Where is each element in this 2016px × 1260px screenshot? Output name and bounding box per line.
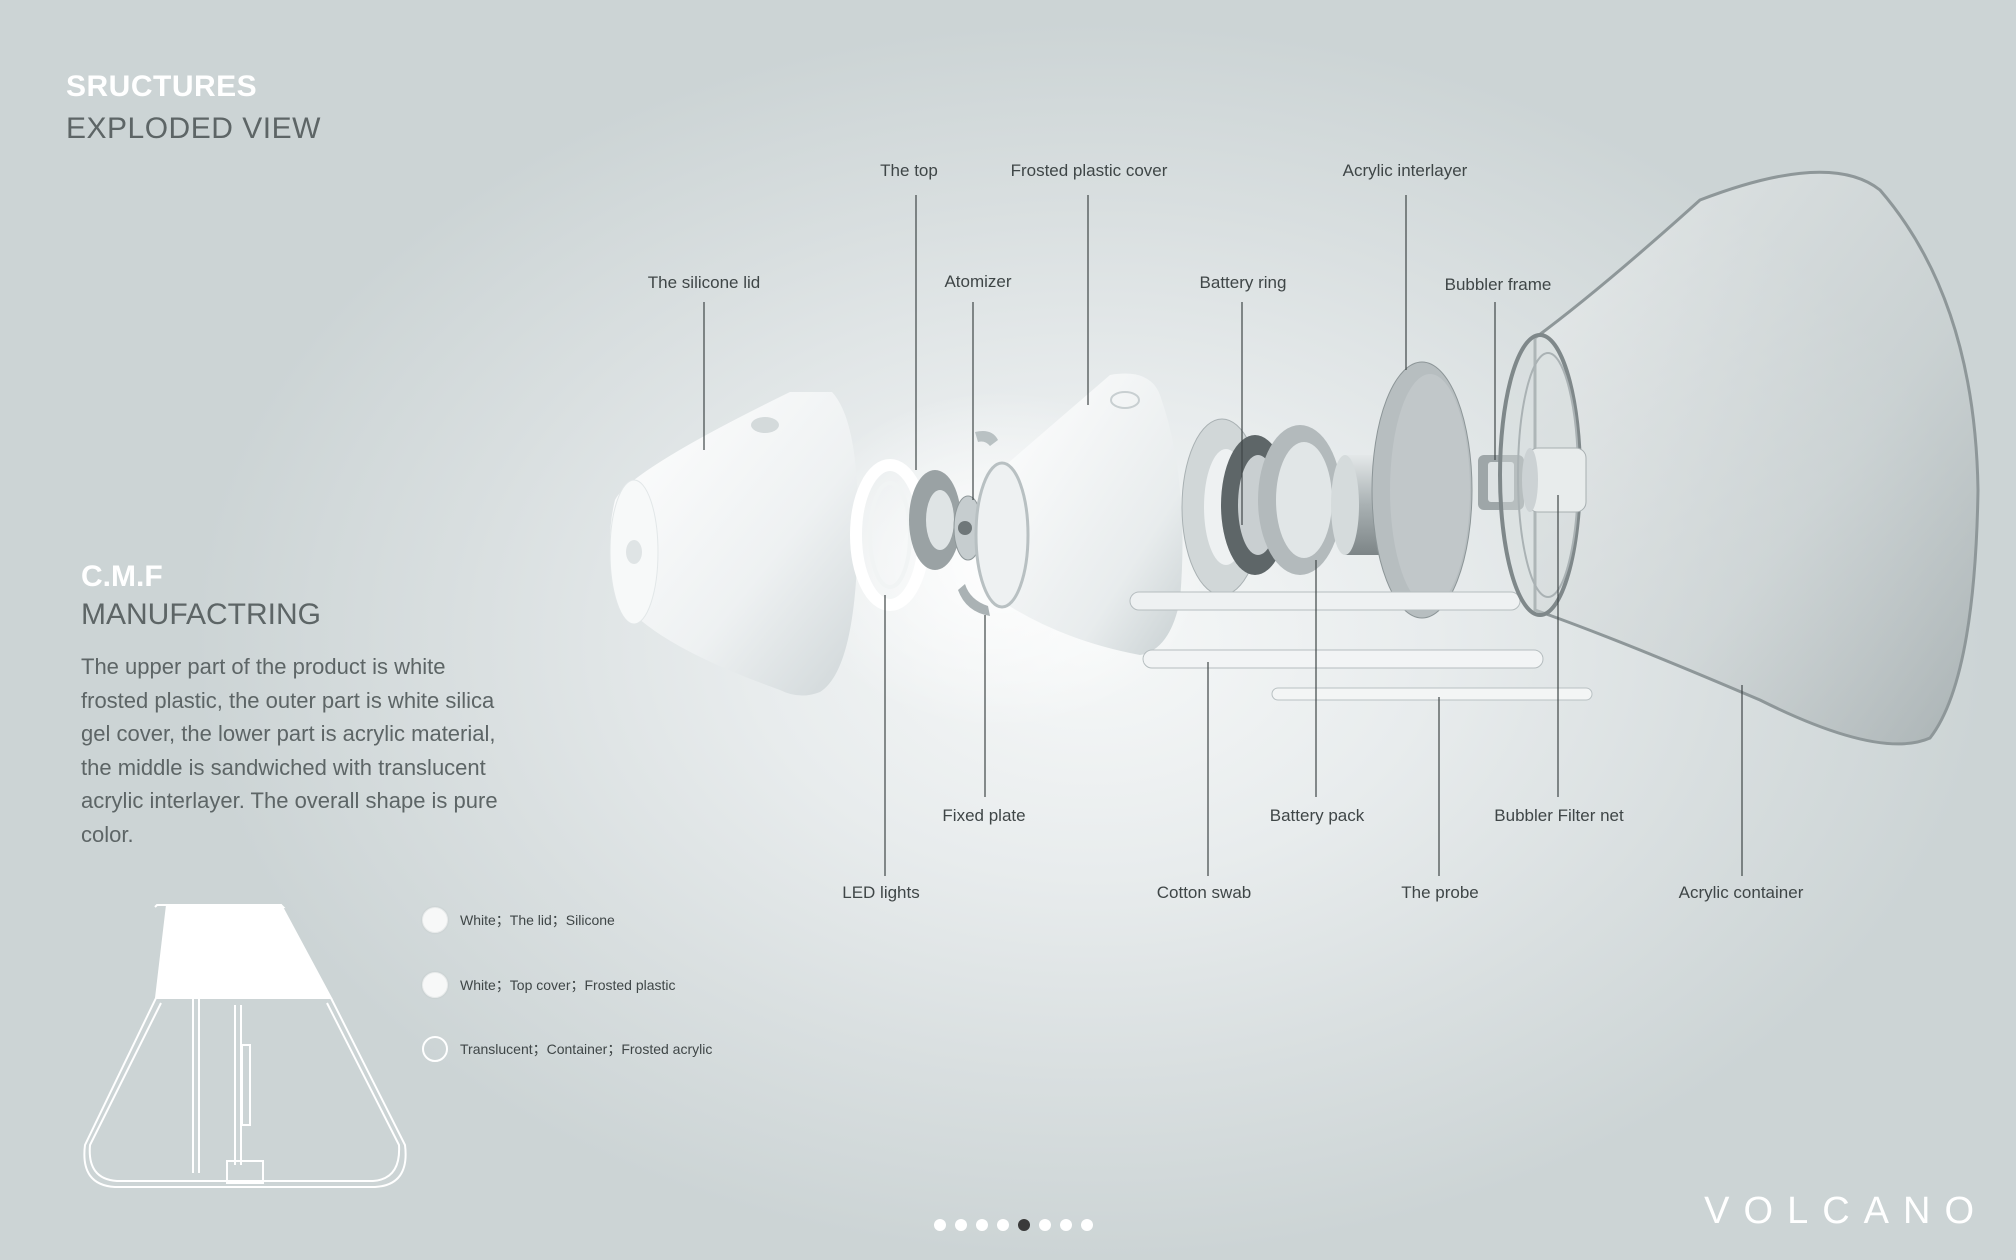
label-frosted-cover: Frosted plastic cover — [1010, 161, 1168, 180]
product-outline — [83, 904, 407, 1188]
legend-item-container: Translucent；Container；Frosted acrylic — [422, 1034, 712, 1064]
swatch-translucent-icon — [422, 1036, 448, 1062]
page-dot[interactable] — [997, 1219, 1009, 1231]
acrylic-interlayer-part — [1371, 361, 1473, 619]
page-dot-active[interactable] — [1018, 1219, 1030, 1231]
bubbler-filter-net-part — [1522, 447, 1587, 513]
legend-text: White；The lid；Silicone — [460, 912, 615, 928]
top-ring-part — [909, 470, 961, 570]
label-battery-ring: Battery ring — [1199, 273, 1287, 292]
label-the-probe: The probe — [1401, 883, 1479, 902]
cmf-subtitle: MANUFACTRING — [81, 598, 321, 631]
label-led-lights: LED lights — [842, 883, 920, 902]
silicone-lid-part — [609, 392, 858, 696]
battery-pack-part — [1221, 425, 1342, 575]
legend-text: White；Top cover；Frosted plastic — [460, 977, 676, 993]
label-battery-pack: Battery pack — [1269, 806, 1365, 825]
swatch-white-icon — [422, 907, 448, 933]
acrylic-container-part — [1498, 170, 1980, 746]
label-acrylic-interlayer: Acrylic interlayer — [1342, 161, 1468, 180]
legend-text: Translucent；Container；Frosted acrylic — [460, 1041, 713, 1057]
frosted-cover-part — [974, 373, 1183, 655]
label-fixed-plate: Fixed plate — [942, 806, 1026, 825]
fixed-plate-part — [958, 431, 998, 616]
page-dot[interactable] — [955, 1219, 967, 1231]
swatch-white-icon — [422, 972, 448, 998]
page-dot[interactable] — [1060, 1219, 1072, 1231]
label-atomizer: Atomizer — [944, 272, 1012, 291]
page-dot[interactable] — [1039, 1219, 1051, 1231]
page-dot[interactable] — [976, 1219, 988, 1231]
section-title: SRUCTURES — [66, 70, 258, 103]
cmf-description: The upper part of the product is white f… — [81, 654, 498, 847]
label-the-top: The top — [880, 161, 938, 180]
pagination — [934, 1219, 1093, 1231]
cmf-title: C.M.F — [81, 560, 163, 593]
label-bubbler-frame: Bubbler frame — [1444, 275, 1552, 294]
brand-logo: VOLCANO — [1704, 1190, 1988, 1232]
legend-item-top-cover: White；Top cover；Frosted plastic — [422, 970, 676, 1000]
label-silicone-lid: The silicone lid — [647, 273, 761, 292]
product-line-drawing — [83, 904, 407, 1188]
leader-lines — [703, 195, 1743, 876]
tubes-part — [1129, 591, 1593, 701]
page-dot[interactable] — [934, 1219, 946, 1231]
label-acrylic-container: Acrylic container — [1678, 883, 1804, 902]
page-dot[interactable] — [1081, 1219, 1093, 1231]
label-bubbler-filter-net: Bubbler Filter net — [1494, 806, 1624, 825]
legend-item-lid: White；The lid；Silicone — [422, 905, 615, 935]
section-subtitle: EXPLODED VIEW — [66, 112, 321, 145]
label-cotton-swab: Cotton swab — [1156, 883, 1252, 902]
